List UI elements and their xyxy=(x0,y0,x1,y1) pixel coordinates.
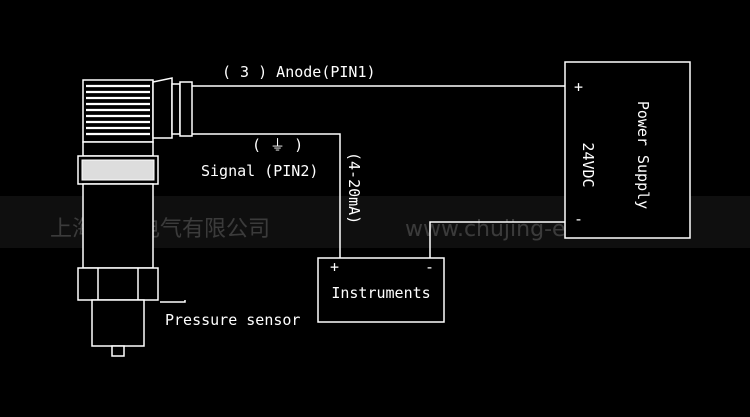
sensor-hex-nut xyxy=(77,267,159,301)
ps-minus-label: - xyxy=(574,210,583,228)
pressure-sensor-drawing xyxy=(77,77,193,357)
sensor-tip xyxy=(111,345,125,357)
pressure-sensor-label: Pressure sensor xyxy=(165,311,300,329)
voltage-label: 24VDC xyxy=(579,142,597,187)
sensor-body-band xyxy=(81,159,155,181)
wire-return xyxy=(429,221,565,258)
inst-minus-label: - xyxy=(425,258,434,276)
sensor-side-plug xyxy=(152,77,173,139)
sensor-lower-body xyxy=(82,183,154,269)
pointer-line xyxy=(160,300,186,303)
sensor-connector-fins xyxy=(86,84,150,136)
ps-plus-label: + xyxy=(574,78,583,96)
signal-label: Signal (PIN2) xyxy=(201,162,318,180)
sensor-plug-cap xyxy=(171,83,181,135)
anode-label: ( 3 ) Anode(PIN1) xyxy=(222,63,376,81)
power-supply-label: Power Supply xyxy=(634,101,652,209)
wire-signal xyxy=(192,133,341,258)
ground-symbol-label: ( ⏚ ) xyxy=(252,136,303,154)
inst-plus-label: + xyxy=(330,258,339,276)
sensor-neck xyxy=(82,141,154,157)
sensor-plug-gland xyxy=(179,81,193,137)
current-range-label: (4-20mA) xyxy=(345,152,363,224)
instruments-label: Instruments xyxy=(331,284,430,302)
sensor-thread xyxy=(91,299,145,347)
instruments-box xyxy=(317,257,445,323)
power-supply-box xyxy=(564,61,691,239)
